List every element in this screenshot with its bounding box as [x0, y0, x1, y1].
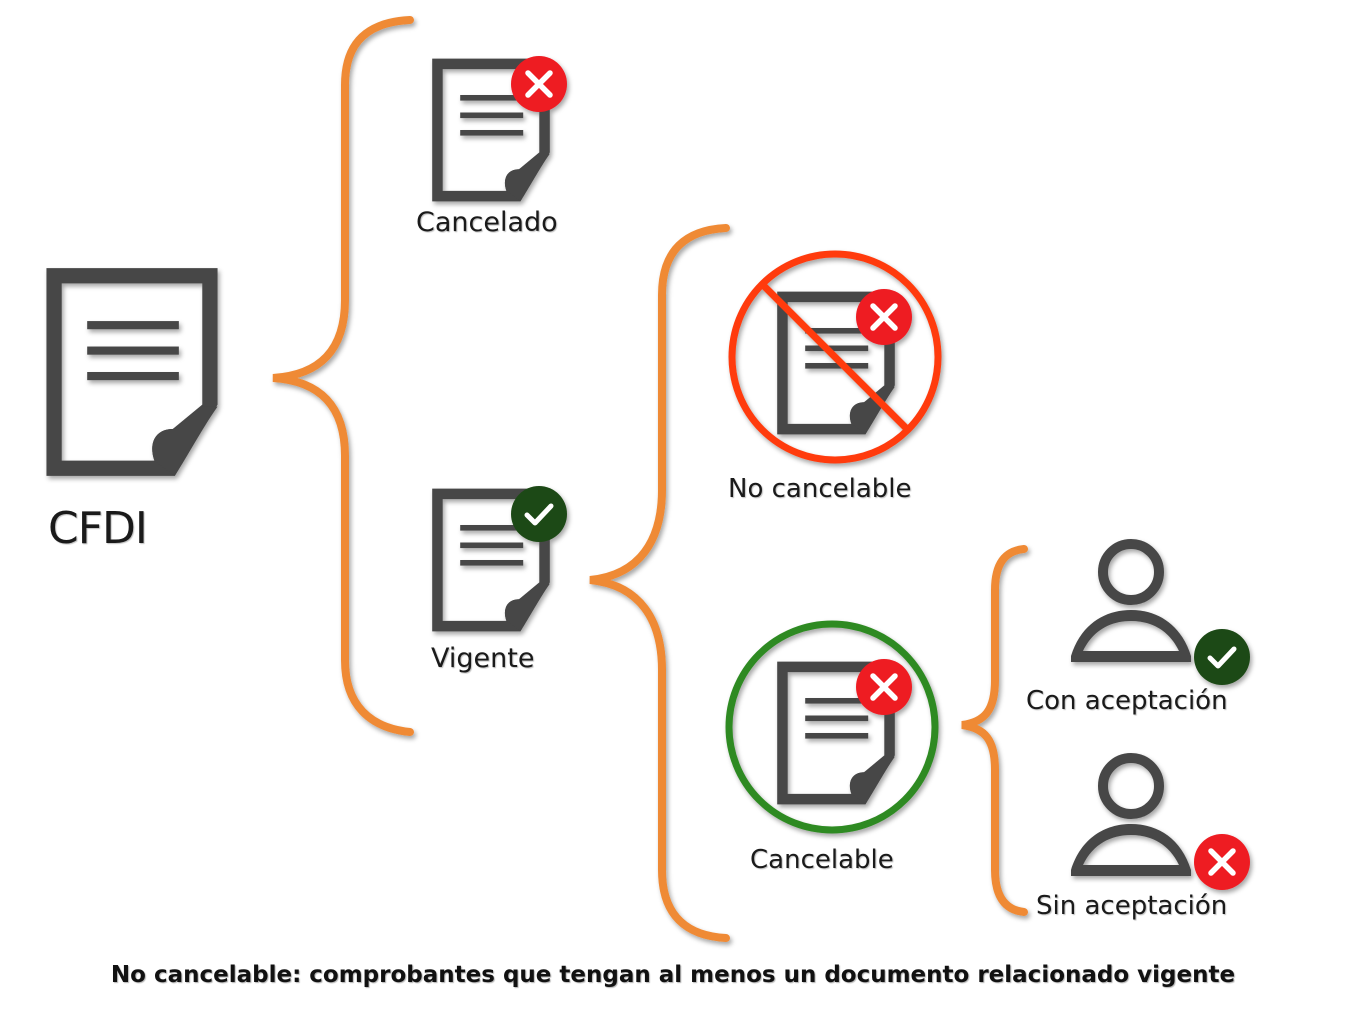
x-badge-icon — [511, 56, 567, 112]
vigente-node — [432, 486, 567, 632]
no-cancelable-node — [728, 250, 942, 464]
con-aceptacion-node — [1071, 544, 1250, 685]
cancelable-label: Cancelable — [750, 845, 894, 875]
x-badge-icon — [856, 289, 912, 345]
cfdi-document-icon — [46, 268, 218, 476]
check-badge-icon — [511, 486, 567, 542]
brace-level-2 — [589, 224, 730, 942]
cancelado-label: Cancelado — [416, 207, 558, 238]
brace-level-3 — [961, 545, 1028, 916]
footnote: No cancelable: comprobantes que tengan a… — [110, 962, 1236, 988]
user-icon — [1071, 758, 1191, 876]
con-aceptacion-label: Con aceptación — [1026, 686, 1228, 716]
check-badge-icon — [1194, 629, 1250, 685]
user-icon — [1071, 544, 1191, 662]
cfdi-label: CFDI — [48, 503, 148, 554]
vigente-label: Vigente — [431, 643, 535, 674]
prohibited-slash — [760, 282, 910, 432]
cancelado-node — [432, 56, 567, 202]
cancelable-node — [725, 620, 939, 834]
x-badge-icon — [856, 659, 912, 715]
allowed-circle-icon — [725, 620, 939, 834]
no-cancelable-label: No cancelable — [728, 474, 912, 504]
braces — [272, 16, 1028, 942]
brace-level-1 — [272, 16, 414, 736]
prohibited-circle-icon — [728, 250, 942, 464]
sin-aceptacion-label: Sin aceptación — [1036, 891, 1228, 921]
sin-aceptacion-node — [1071, 758, 1250, 890]
x-badge-icon — [1194, 834, 1250, 890]
